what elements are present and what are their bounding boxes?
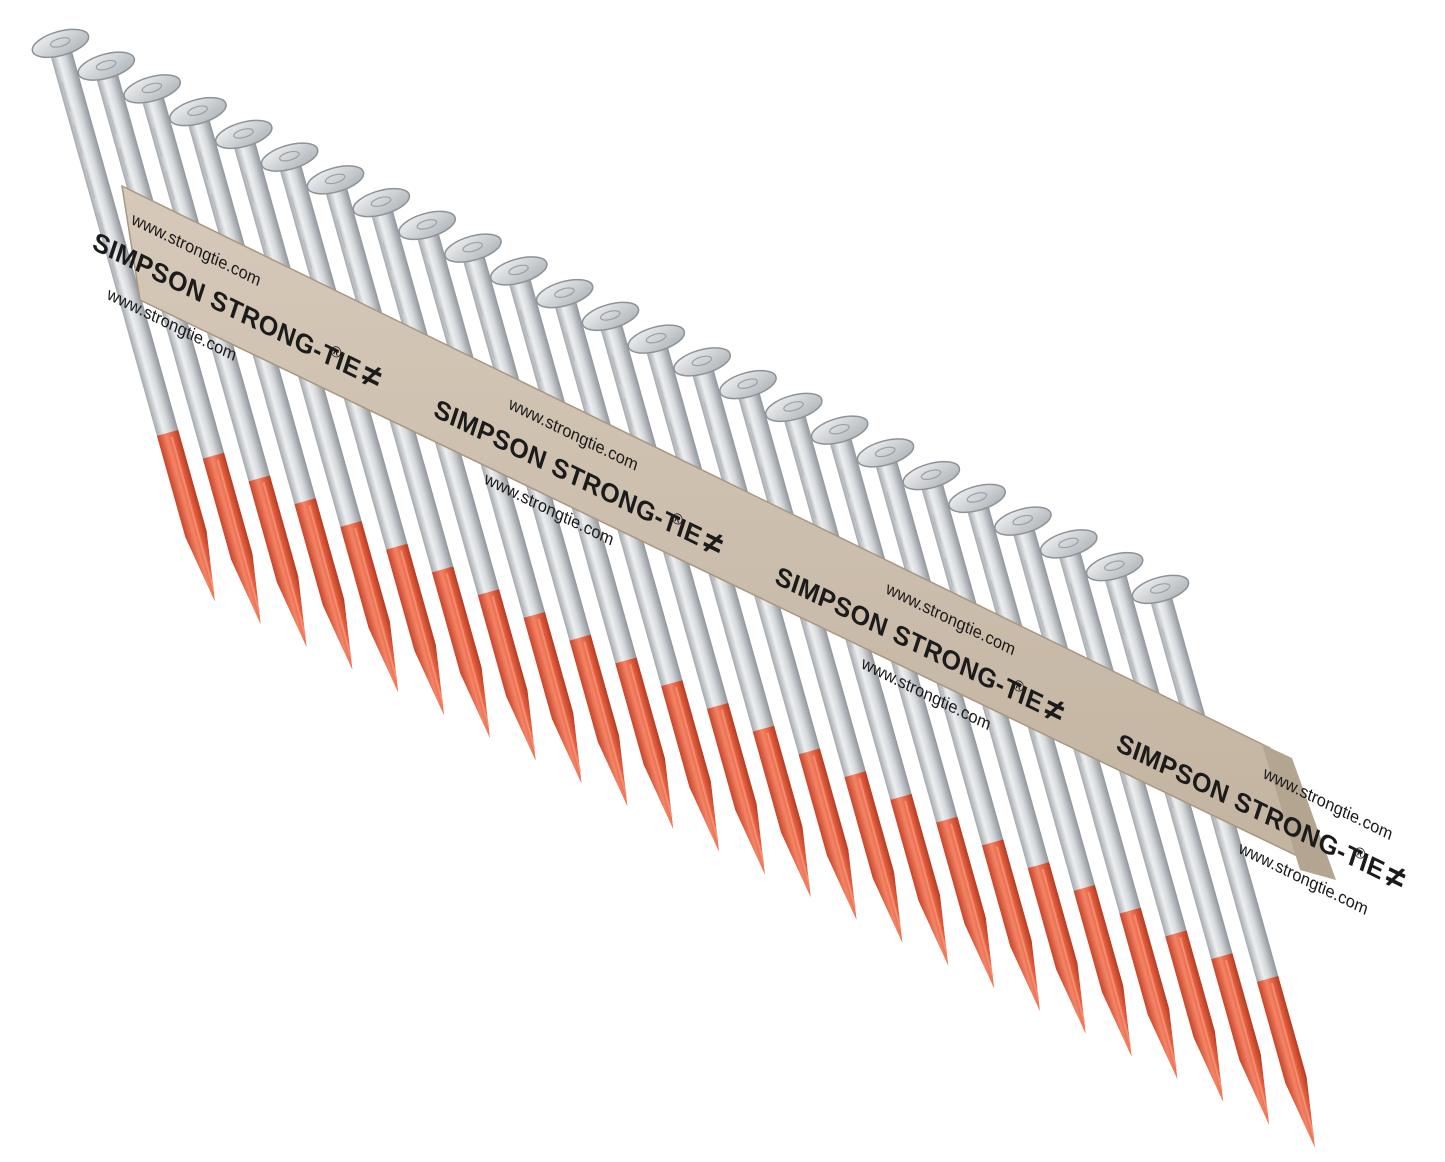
registered-mark: ® xyxy=(1352,843,1367,864)
nail-lower xyxy=(953,737,1040,1011)
nail-shanks-lower xyxy=(128,327,1315,1148)
nail-head xyxy=(31,28,90,59)
registered-mark: ® xyxy=(328,342,343,363)
nail-lower xyxy=(861,691,949,966)
nail-lower xyxy=(311,418,399,693)
nail-lower xyxy=(1090,805,1178,1080)
nail-lower xyxy=(265,396,353,670)
nail-lower xyxy=(1136,828,1224,1102)
registered-mark: ® xyxy=(1011,676,1026,697)
nail-lower xyxy=(1045,782,1132,1057)
nail-lower xyxy=(1182,851,1270,1125)
nail-lower xyxy=(907,714,995,989)
tape-end-fold xyxy=(1262,744,1336,880)
nail-lower xyxy=(220,373,307,647)
nail-lower xyxy=(999,760,1086,1034)
nail-lower xyxy=(586,555,674,829)
nail-lower xyxy=(724,623,811,898)
registered-mark: ® xyxy=(670,509,685,530)
nail-lower xyxy=(632,578,720,852)
nail-lower xyxy=(403,464,490,738)
nail-lower xyxy=(174,350,261,625)
nail-lower xyxy=(495,509,582,784)
nail-lower xyxy=(540,532,628,807)
nail-lower xyxy=(770,646,857,920)
nail-lower xyxy=(815,669,903,943)
nail-lower xyxy=(449,487,536,761)
nail-lower xyxy=(678,600,765,875)
nail-lower xyxy=(1228,873,1315,1148)
nail-lower xyxy=(128,327,215,602)
nail-lower xyxy=(357,441,445,716)
